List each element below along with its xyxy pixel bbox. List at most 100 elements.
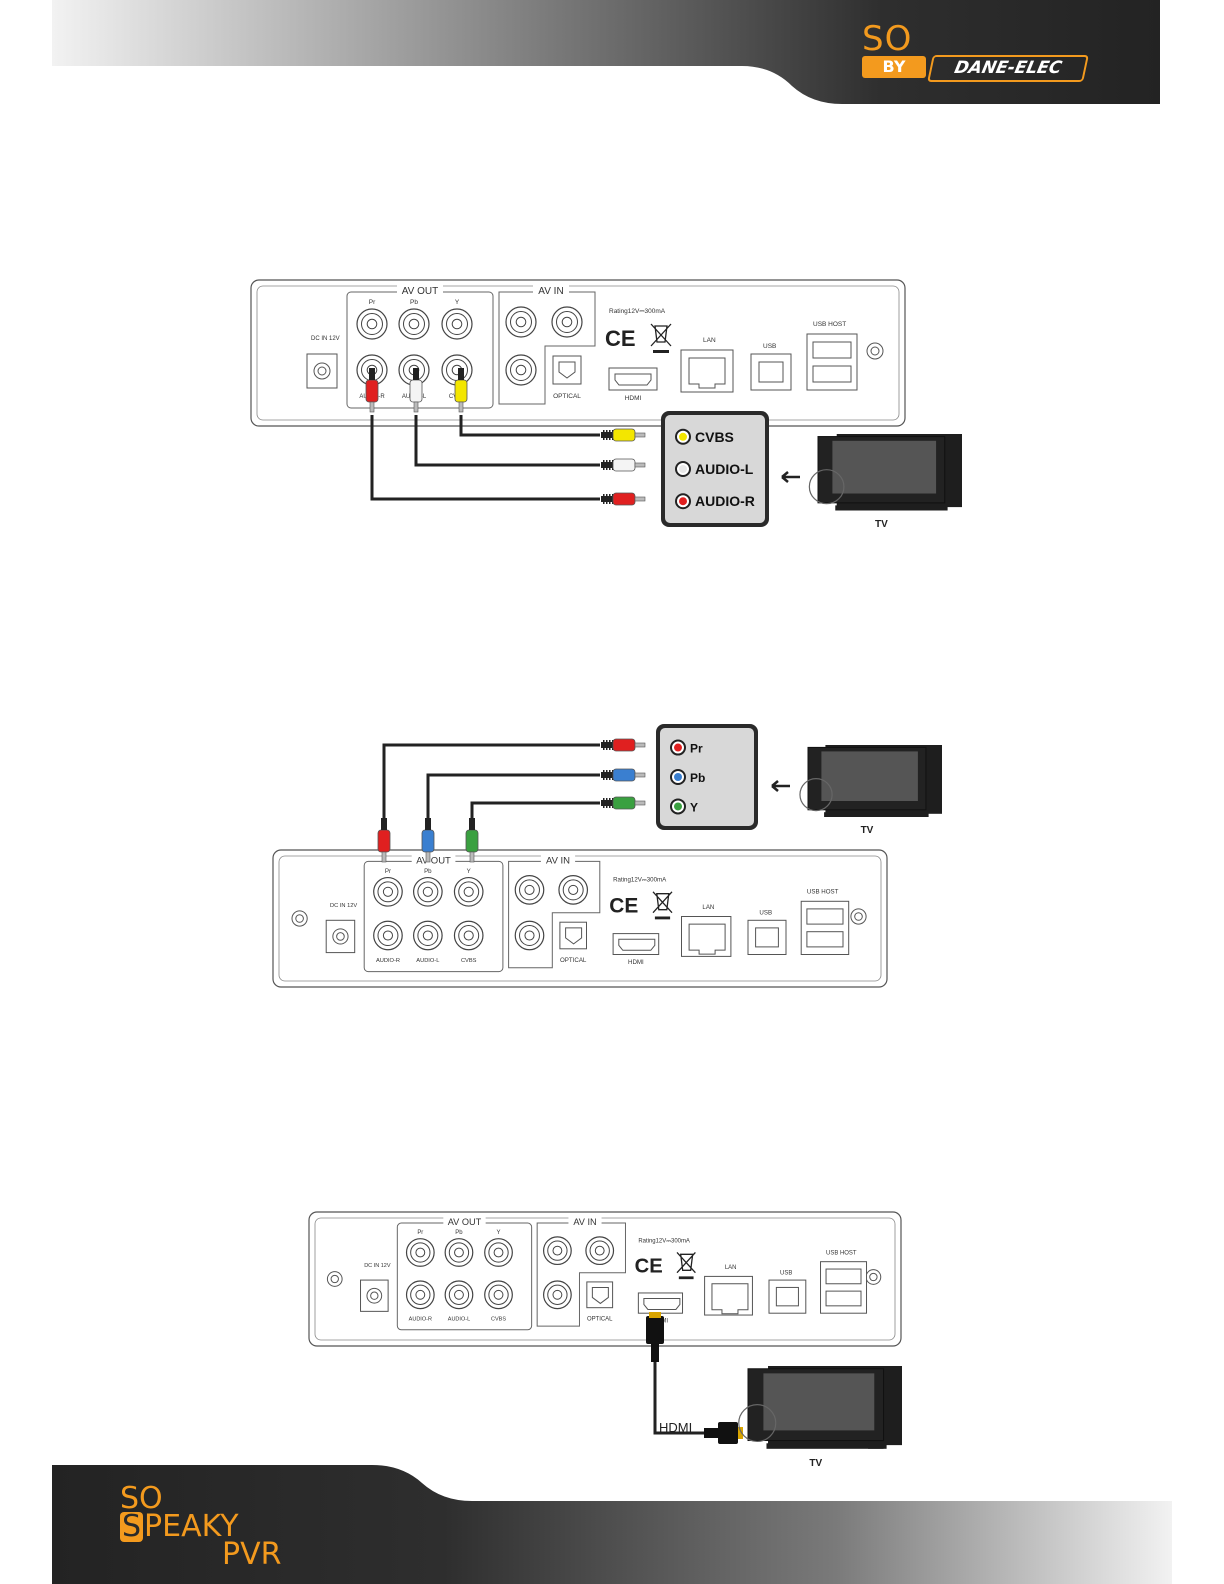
audio-l-label: AUDIO-L bbox=[416, 958, 439, 964]
av-out-top-jack-ring bbox=[361, 313, 383, 335]
plug-audio-r-panel-tip bbox=[369, 401, 375, 413]
plug-audio-r-box-ridge bbox=[606, 494, 608, 504]
av-in-jack-pin bbox=[552, 1245, 563, 1256]
panel-inner bbox=[278, 855, 882, 982]
footer-bar bbox=[52, 1465, 1172, 1584]
plug-audio-r-box bbox=[601, 492, 646, 506]
hdmi-plug-tv bbox=[718, 1422, 738, 1444]
plug-audio-l-box-ridge bbox=[606, 460, 608, 470]
usb-host-slot bbox=[812, 365, 852, 383]
av-out-top-jack-pin bbox=[463, 886, 474, 897]
plug-pr-box bbox=[601, 738, 646, 752]
tv: TV bbox=[799, 745, 942, 836]
av-out-top-jack-ring bbox=[458, 881, 480, 903]
plug-audio-l-box-ridge bbox=[609, 460, 611, 470]
plug-y-box-ridge bbox=[606, 798, 608, 808]
tv-port-highlight bbox=[808, 469, 845, 505]
hdmi-cable-line bbox=[653, 1362, 708, 1435]
dc-in-label: DC IN 12V bbox=[330, 903, 357, 909]
plug-pr-box-tip bbox=[634, 742, 646, 748]
tv-input-panel-1-label: AUDIO-R bbox=[695, 493, 755, 509]
plug-y-panel-tip bbox=[469, 851, 475, 863]
hdmi-port bbox=[637, 1292, 684, 1314]
av-out-label: AV OUT bbox=[416, 855, 451, 866]
av-out-label: AV OUT bbox=[448, 1217, 482, 1227]
plug-pr-box-ridge bbox=[603, 740, 605, 750]
usb-host-port bbox=[806, 333, 858, 391]
screw-right bbox=[865, 1269, 882, 1285]
ce-mark: CE bbox=[605, 326, 636, 351]
audio-l-label: AUDIO-L bbox=[448, 1317, 470, 1323]
panel-inner bbox=[314, 1217, 896, 1341]
usb-shape bbox=[775, 1286, 799, 1307]
plug-audio-r-box-ridge bbox=[609, 494, 611, 504]
plug-audio-r-panel-body bbox=[365, 379, 379, 403]
ce-mark: CE bbox=[609, 895, 638, 918]
usb-label: USB bbox=[759, 910, 772, 917]
dc-in-port bbox=[360, 1279, 389, 1312]
tv-input-panel-1-jack-color bbox=[679, 432, 687, 441]
plug-cvbs-panel-strain bbox=[458, 368, 464, 380]
usb-host-label: USB HOST bbox=[826, 1250, 857, 1256]
av-in-jack-pin bbox=[552, 1289, 563, 1300]
optical-port bbox=[559, 921, 587, 950]
y-label: Y bbox=[467, 868, 471, 875]
dc-in-label: DC IN 12V bbox=[364, 1263, 391, 1269]
plug-pr-panel bbox=[377, 818, 391, 863]
optical-shape bbox=[591, 1286, 609, 1305]
plug-audio-l-box-ridge bbox=[603, 460, 605, 470]
usb-host-port bbox=[820, 1261, 868, 1314]
av-out-bottom-jack-pin bbox=[463, 930, 474, 941]
tv-input-panel-2-label: Y bbox=[690, 800, 698, 814]
lan-label: LAN bbox=[725, 1265, 737, 1271]
tv-input-panel-2-label: Pb bbox=[690, 771, 705, 785]
av-in-jack-pin bbox=[561, 316, 573, 328]
plug-audio-r-box-body bbox=[612, 492, 636, 506]
av-in-jack-pin bbox=[524, 930, 535, 941]
tv-port-highlight bbox=[738, 1404, 777, 1443]
arrow-1 bbox=[781, 471, 800, 483]
hdmi-plug-top bbox=[646, 1316, 664, 1344]
plug-y-panel bbox=[465, 818, 479, 863]
plug-pr-box-ridge bbox=[606, 740, 608, 750]
hdmi-port bbox=[608, 367, 658, 391]
tv-port-highlight bbox=[799, 777, 833, 812]
usb-host-slot bbox=[812, 341, 852, 359]
lan-label: LAN bbox=[702, 904, 714, 911]
av-out-top-jack-pin bbox=[408, 318, 420, 330]
hdmi-plug-top-tip bbox=[649, 1312, 661, 1318]
lan-port bbox=[680, 349, 734, 393]
plug-cvbs-box-body bbox=[612, 428, 636, 442]
av-out-top-jack-ring bbox=[448, 1242, 470, 1263]
usb-shape bbox=[755, 927, 779, 948]
dc-in-jack bbox=[313, 362, 331, 380]
hdmi-shape bbox=[618, 938, 656, 951]
av-in-jack-ring bbox=[556, 311, 578, 333]
cvbs-label: CVBS bbox=[491, 1317, 506, 1323]
lan-shape bbox=[688, 923, 726, 955]
av-out-top-jack-pin bbox=[366, 318, 378, 330]
usb-host-slot bbox=[825, 1290, 862, 1307]
av-in-jack-ring bbox=[562, 879, 584, 901]
tv-label: TV bbox=[861, 825, 874, 836]
hdmi-plug-tv-tip bbox=[738, 1427, 743, 1439]
av-out-top-jack-ring bbox=[446, 313, 468, 335]
plug-pb-panel-tip bbox=[425, 851, 431, 863]
av-out-top-jack-pin bbox=[493, 1247, 504, 1258]
tv-screen bbox=[763, 1373, 875, 1431]
plug-y-box-body bbox=[612, 796, 636, 810]
tv-label: TV bbox=[875, 519, 888, 530]
tv-screen bbox=[821, 751, 918, 801]
screw-right bbox=[866, 342, 884, 360]
tv: TV bbox=[808, 434, 962, 530]
pb-label: Pb bbox=[455, 1230, 463, 1236]
plug-audio-l-panel-tip bbox=[413, 401, 419, 413]
rating-label: Rating12V⎓300mA bbox=[609, 308, 666, 315]
av-out-top-jack-ring bbox=[488, 1242, 509, 1263]
plug-y-panel-body bbox=[465, 829, 479, 853]
av-out-bottom-jack-ring bbox=[458, 925, 480, 946]
tv-screen bbox=[832, 440, 937, 494]
hdmi-plug-top-strain bbox=[651, 1344, 659, 1362]
